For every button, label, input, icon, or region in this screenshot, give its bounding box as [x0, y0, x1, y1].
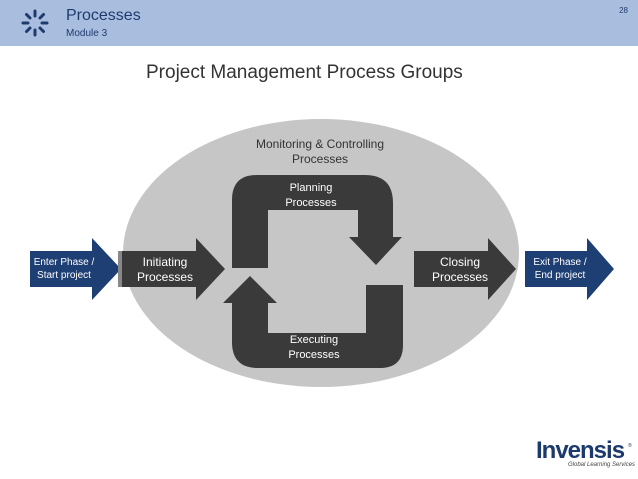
- closing-arrow: [414, 238, 516, 300]
- exit-phase-label: Exit Phase / End project: [533, 257, 587, 281]
- module-title: Processes: [66, 7, 141, 24]
- enter-phase-arrow: [30, 238, 121, 300]
- logo-registered-mark: ®: [628, 443, 632, 449]
- enter-phase-label: Enter Phase / Start project: [33, 257, 95, 281]
- executing-label: Executing Processes: [288, 334, 340, 361]
- planning-label: Planning Processes: [285, 182, 337, 209]
- slide-title: Project Management Process Groups: [146, 62, 463, 83]
- monitoring-label: Monitoring & Controlling Processes: [255, 137, 385, 166]
- initiating-arrow: [122, 238, 225, 300]
- monitoring-ellipse: [123, 119, 519, 387]
- page-number: 28: [619, 6, 628, 15]
- loading-spinner-icon: [21, 9, 49, 37]
- logo-tagline: Global Learning Services: [568, 462, 636, 468]
- initiating-arrow-shadow: [118, 251, 122, 287]
- invensis-logo: Invensis ® Global Learning Services: [536, 437, 636, 473]
- closing-label: Closing Processes: [431, 255, 489, 284]
- module-subtitle: Module 3: [66, 28, 108, 39]
- executing-arrow: [223, 276, 403, 368]
- logo-wordmark: Invensis: [536, 437, 625, 464]
- initiating-label: Initiating Processes: [136, 255, 194, 284]
- exit-phase-arrow: [525, 238, 614, 300]
- header-bar: Processes Module 3 28: [0, 0, 638, 46]
- planning-arrow: [232, 175, 402, 268]
